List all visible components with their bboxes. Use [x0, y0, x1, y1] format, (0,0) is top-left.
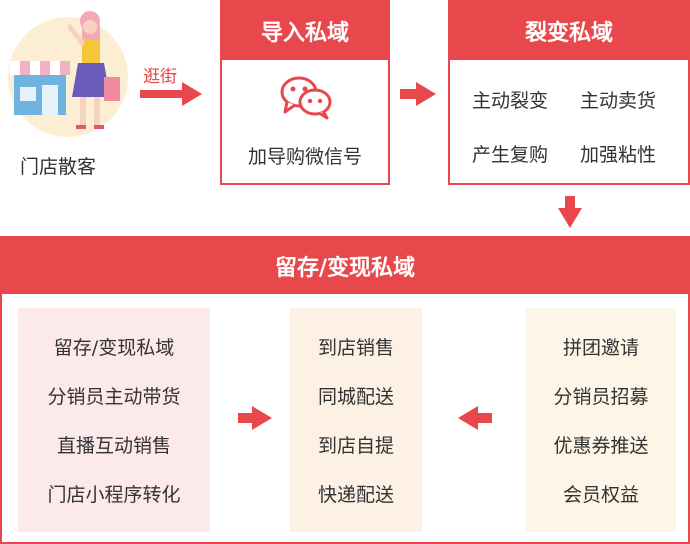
fission-item: 产生复购	[472, 144, 549, 166]
arrow-right-icon	[400, 82, 436, 106]
import-box: 导入私域 加导购微信号	[220, 0, 390, 185]
fission-item: 加强粘性	[580, 144, 657, 166]
import-caption: 加导购微信号	[247, 146, 362, 168]
retain-left-item: 留存/变现私域	[53, 337, 175, 359]
retain-middle-item: 快递配送	[317, 484, 394, 506]
retain-box: 留存/变现私域 留存/变现私域 分销员主动带货 直播互动销售 门店小程序转化 到…	[0, 236, 690, 544]
wechat-icon	[279, 74, 333, 124]
retain-left-item: 直播互动销售	[56, 435, 171, 457]
retain-right-item: 优惠券推送	[553, 435, 649, 457]
retain-middle-item: 同城配送	[317, 386, 394, 408]
store-visitor-illustration	[0, 5, 135, 140]
retain-middle-item: 到店销售	[317, 337, 394, 359]
retain-middle-panel: 到店销售 同城配送 到店自提 快递配送	[290, 308, 422, 532]
fission-title: 裂变私域	[450, 2, 688, 60]
retain-right-item: 拼团邀请	[562, 337, 639, 359]
retain-middle-item: 到店自提	[317, 435, 394, 457]
fission-item: 主动卖货	[580, 90, 657, 112]
arrow-label: 逛街	[143, 67, 177, 87]
fission-box: 裂变私域 主动裂变 主动卖货 产生复购 加强粘性	[448, 0, 690, 185]
arrow-left-icon	[458, 406, 492, 430]
retain-left-panel: 留存/变现私域 分销员主动带货 直播互动销售 门店小程序转化	[18, 308, 210, 532]
store-visitor-label: 门店散客	[20, 156, 97, 178]
fission-item: 主动裂变	[472, 90, 549, 112]
retain-right-item: 分销员招募	[553, 386, 649, 408]
retain-title: 留存/变现私域	[2, 238, 688, 294]
arrow-down-icon	[558, 196, 582, 228]
retain-right-item: 会员权益	[562, 484, 639, 506]
arrow-right-icon	[140, 82, 202, 106]
retain-left-item: 门店小程序转化	[47, 484, 181, 506]
retain-left-item: 分销员主动带货	[47, 386, 181, 408]
retain-right-panel: 拼团邀请 分销员招募 优惠券推送 会员权益	[526, 308, 676, 532]
import-title: 导入私域	[222, 2, 388, 60]
arrow-right-icon	[238, 406, 272, 430]
